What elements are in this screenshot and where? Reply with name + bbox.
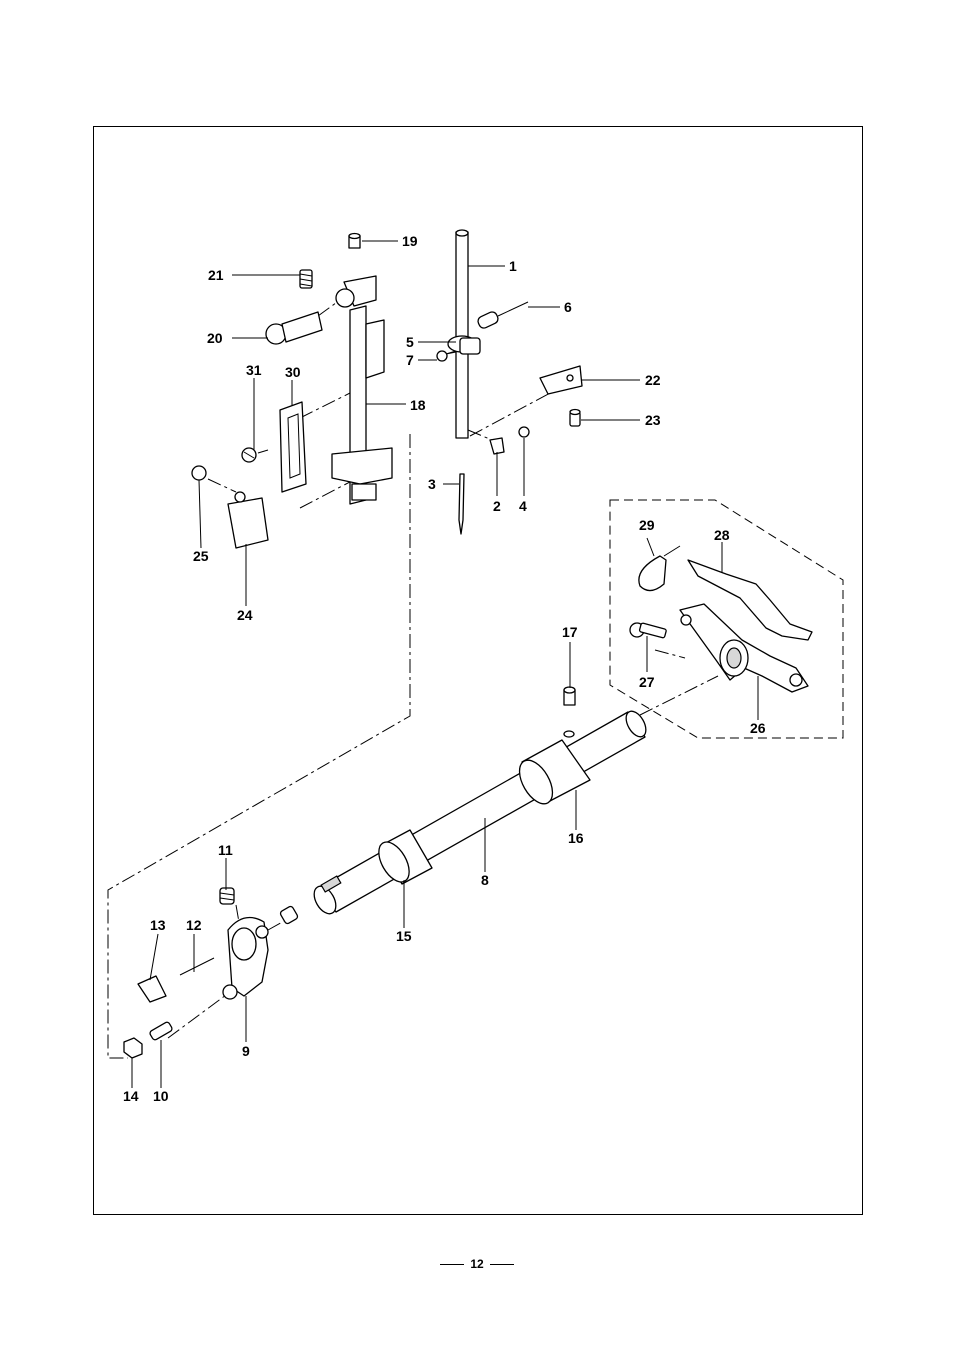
leader-lines bbox=[132, 241, 758, 1088]
screw-25 bbox=[192, 466, 206, 480]
arm-26 bbox=[680, 604, 808, 692]
label-15: 15 bbox=[396, 928, 412, 944]
label-19: 19 bbox=[402, 233, 418, 249]
label-31: 31 bbox=[246, 362, 262, 378]
page-number-text: 12 bbox=[470, 1257, 483, 1271]
main-shaft bbox=[310, 708, 650, 918]
needle-bar-1 bbox=[456, 230, 468, 438]
label-1: 1 bbox=[509, 258, 517, 274]
label-18: 18 bbox=[410, 397, 426, 413]
label-24: 24 bbox=[237, 607, 253, 623]
plate-22 bbox=[540, 366, 582, 394]
label-25: 25 bbox=[193, 548, 209, 564]
screw-27 bbox=[630, 623, 667, 638]
screw-shaft bbox=[279, 905, 298, 924]
screw-21 bbox=[300, 270, 312, 288]
needle-clamp-5 bbox=[448, 336, 480, 354]
label-30: 30 bbox=[285, 364, 301, 380]
screw-23 bbox=[570, 410, 580, 427]
cable-tie-29 bbox=[639, 546, 680, 591]
label-26: 26 bbox=[750, 720, 766, 736]
label-23: 23 bbox=[645, 412, 661, 428]
label-8: 8 bbox=[481, 872, 489, 888]
screw-19 bbox=[349, 234, 360, 249]
thread-guide-2 bbox=[490, 438, 504, 454]
screw-4 bbox=[519, 427, 529, 437]
label-13: 13 bbox=[150, 917, 166, 933]
screw-31 bbox=[242, 448, 256, 462]
plate-24 bbox=[228, 492, 268, 548]
needle-3 bbox=[459, 474, 464, 534]
page-number: 12 bbox=[0, 1257, 954, 1271]
label-11: 11 bbox=[218, 842, 233, 858]
guide-30 bbox=[280, 402, 306, 492]
label-21: 21 bbox=[208, 267, 224, 283]
screw-11 bbox=[220, 888, 234, 904]
part-labels: 1 19 21 20 6 5 7 31 30 22 18 23 3 2 4 29… bbox=[123, 233, 766, 1104]
set-screw-17 bbox=[564, 687, 575, 705]
assembly-guide-lines bbox=[108, 300, 718, 1058]
screw-10 bbox=[149, 1021, 173, 1041]
label-16: 16 bbox=[568, 830, 584, 846]
label-22: 22 bbox=[645, 372, 661, 388]
thread-guide-6 bbox=[476, 302, 528, 330]
label-9: 9 bbox=[242, 1043, 250, 1059]
label-7: 7 bbox=[406, 352, 414, 368]
label-27: 27 bbox=[639, 674, 655, 690]
label-3: 3 bbox=[428, 476, 436, 492]
pin-12 bbox=[180, 958, 214, 975]
crank-9 bbox=[223, 918, 268, 1000]
pin-20 bbox=[266, 312, 322, 344]
label-29: 29 bbox=[639, 517, 655, 533]
nut-14 bbox=[124, 1038, 142, 1058]
label-28: 28 bbox=[714, 527, 730, 543]
label-5: 5 bbox=[406, 334, 414, 350]
frame-18 bbox=[332, 276, 392, 504]
label-4: 4 bbox=[519, 498, 527, 514]
label-2: 2 bbox=[493, 498, 501, 514]
label-12: 12 bbox=[186, 917, 202, 933]
spring-13 bbox=[138, 976, 166, 1002]
label-17: 17 bbox=[562, 624, 578, 640]
label-14: 14 bbox=[123, 1088, 139, 1104]
label-6: 6 bbox=[564, 299, 572, 315]
label-10: 10 bbox=[153, 1088, 169, 1104]
label-20: 20 bbox=[207, 330, 223, 346]
